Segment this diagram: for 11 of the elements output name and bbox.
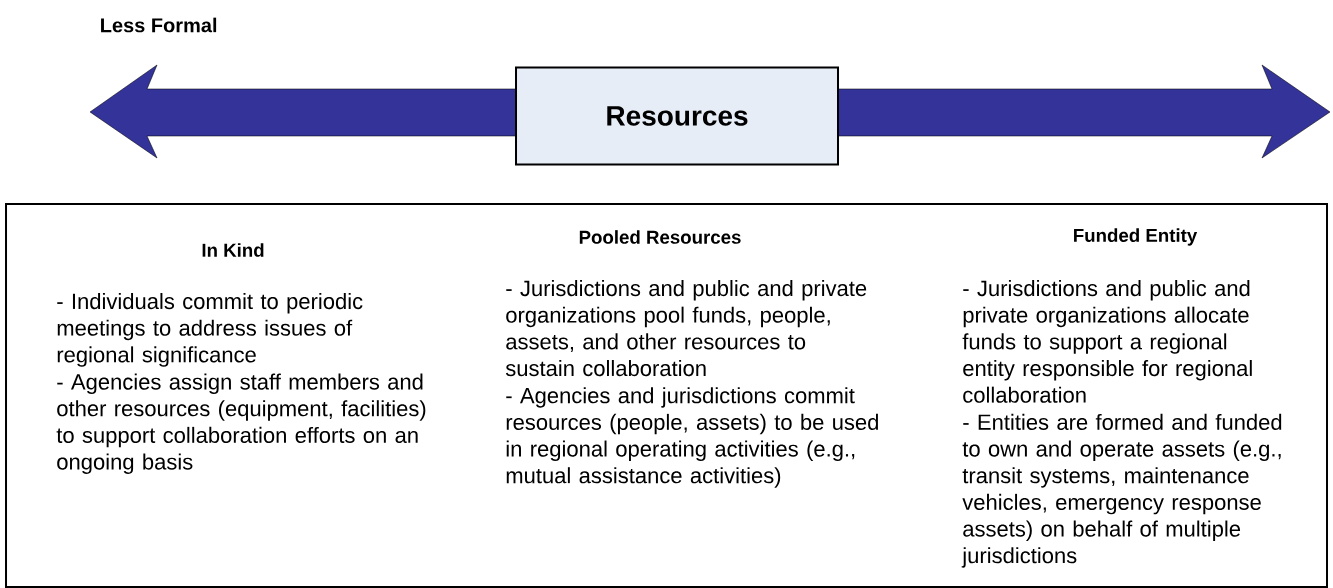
bullet-text: - Agencies and jurisdictions commit resources (people, assets) to be used in regional operating activities (e.g., mutual assistance activities) <box>506 387 878 488</box>
bullet-text: - Jurisdictions and public and private organizations allocate funds to support a regional entity responsible for regional collaboration <box>962 280 1252 403</box>
title-box: Resources <box>515 66 839 166</box>
bullet-text: - Agencies assign staff members and other resources (equipment, facilities) to support collaboration efforts on an ongoing basis <box>56 373 426 474</box>
column-heading: Pooled Resources <box>579 230 741 244</box>
bullet-text: - Entities are formed and funded to own and operate assets (e.g., transit systems, maintenance vehicles, emergency response assets) on behalf of multiple jurisdictions <box>961 413 1282 568</box>
bullet-text: - Jurisdictions and public and private organizations pool funds, people, assets, and other resources to sustain collaboration <box>505 280 867 377</box>
column-heading: Funded Entity <box>1074 228 1198 246</box>
column-heading: In Kind <box>202 243 264 257</box>
scale-label: Less Formal <box>101 17 217 33</box>
bullet-text: - Individuals commit to periodic meetings to address issues of regional significance <box>57 293 363 367</box>
